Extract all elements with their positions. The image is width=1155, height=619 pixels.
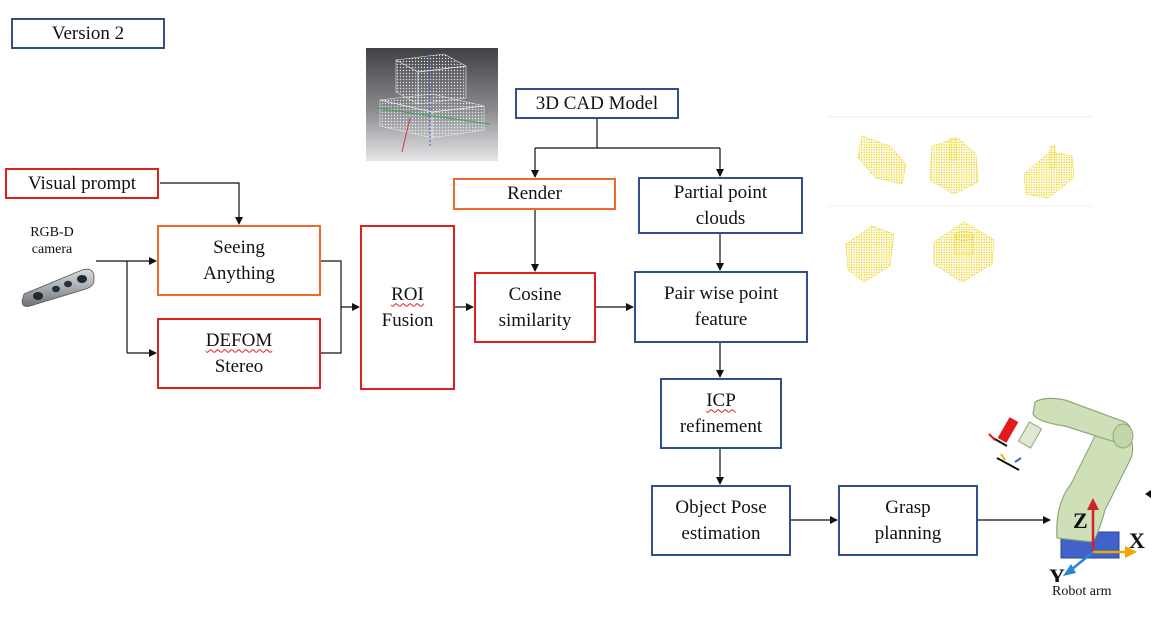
robot-arm-illustration: Z X Y — [988, 397, 1151, 582]
node-roi-sub: Fusion — [381, 309, 434, 331]
edge-prompt-to-seeing — [160, 182, 243, 225]
node-cad-model: 3D CAD Model — [515, 88, 679, 119]
axis-y-label: Y — [1049, 564, 1065, 582]
node-icp-refinement: ICP refinement — [660, 378, 782, 449]
node-grasp-planning: Grasp planning — [838, 485, 978, 556]
node-seeing-anything-label: Seeing Anything — [203, 236, 275, 284]
node-icp-title: ICP — [706, 389, 736, 411]
node-visual-prompt-label: Visual prompt — [27, 172, 137, 194]
node-defom-title: DEFOM — [205, 329, 273, 351]
node-defom-sub: Stereo — [214, 355, 264, 377]
node-icp-sub: refinement — [679, 415, 763, 437]
node-render-label: Render — [507, 183, 562, 204]
node-visual-prompt: Visual prompt — [5, 168, 159, 199]
node-pair-wise-feature: Pair wise point feature — [634, 271, 808, 343]
axis-y-arrow — [1070, 551, 1094, 571]
edge-seeing-to-roi — [321, 260, 342, 354]
node-cosine-similarity-label: Cosine similarity — [498, 283, 572, 331]
rgbd-camera-icon — [21, 268, 95, 307]
partial-point-cloud-views — [828, 116, 1092, 283]
node-cosine-similarity: Cosine similarity — [474, 272, 596, 343]
node-defom-stereo: DEFOM Stereo — [157, 318, 321, 389]
gripper-body — [997, 417, 1019, 443]
version-text: Version 2 — [51, 22, 125, 44]
axis-x-label: X — [1129, 528, 1145, 553]
cad-wireframe-thumbnail — [366, 48, 498, 161]
version-label: Version 2 — [11, 18, 165, 49]
node-render: Render — [453, 178, 616, 210]
node-object-pose-label: Object Pose estimation — [675, 496, 767, 544]
node-roi-fusion: ROI Fusion — [360, 225, 455, 390]
node-grasp-planning-label: Grasp planning — [874, 496, 942, 544]
node-partial-point-clouds: Partial point clouds — [638, 177, 803, 234]
node-roi-title: ROI — [391, 283, 424, 305]
node-pair-wise-feature-label: Pair wise point feature — [664, 283, 778, 330]
node-seeing-anything: Seeing Anything — [157, 225, 321, 296]
node-object-pose: Object Pose estimation — [651, 485, 791, 556]
robot-arm-label: Robot arm — [1052, 584, 1112, 599]
camera-label: RGB-D camera — [30, 225, 74, 257]
node-partial-point-clouds-label: Partial point clouds — [673, 181, 768, 229]
axis-z-label: Z — [1073, 508, 1088, 533]
node-cad-model-label: 3D CAD Model — [535, 92, 659, 114]
